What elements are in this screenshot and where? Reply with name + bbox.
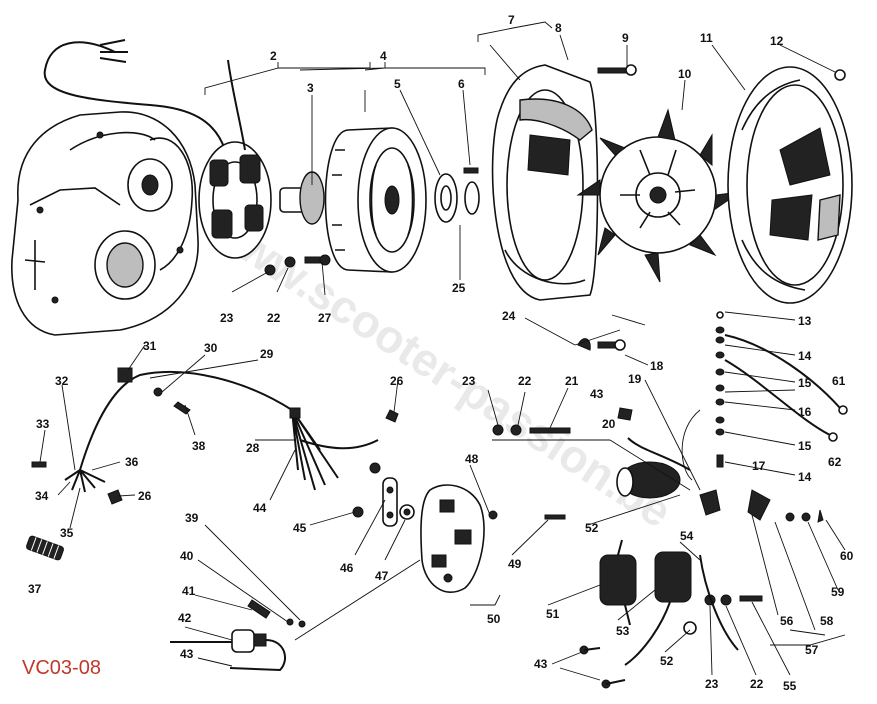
terminal-set [715,311,848,468]
callout-43c: 43 [534,657,548,671]
callout-28: 28 [246,441,260,455]
callout-27: 27 [318,311,332,325]
callout-39: 39 [185,511,199,525]
callout-38: 38 [192,439,206,453]
fan-cover [727,66,853,304]
callout-22b: 22 [518,374,532,388]
callout-53: 53 [616,624,630,638]
callout-26b: 26 [138,489,152,503]
callout-11: 11 [700,31,713,45]
callout-4: 4 [380,49,387,63]
callout-6: 6 [458,77,465,91]
coil-53 [624,551,697,666]
callout-3: 3 [307,81,314,95]
callout-12: 12 [770,34,784,48]
callout-9: 9 [622,31,629,45]
callout-33: 33 [36,417,50,431]
callout-56: 56 [780,614,794,628]
callout-13: 13 [798,314,812,328]
callout-14a: 14 [798,349,812,363]
callout-48: 48 [465,452,479,466]
callout-45: 45 [293,521,307,535]
callout-44: 44 [253,501,267,515]
callout-62: 62 [828,455,842,469]
breaker-plate [420,484,566,593]
callout-47: 47 [375,569,389,583]
callout-58: 58 [820,614,834,628]
callout-51: 51 [546,607,560,621]
callout-42: 42 [178,611,192,625]
leader-lines [39,21,846,681]
callout-23a: 23 [220,311,234,325]
fan-shroud [491,64,599,301]
callout-23c: 23 [705,677,719,691]
callout-52a: 52 [585,521,599,535]
cover-screw [834,69,846,81]
callout-15b: 15 [798,439,812,453]
stator-cable-bundle [43,39,226,151]
callout-29: 29 [260,347,274,361]
callout-26a: 26 [390,374,404,388]
callout-41: 41 [182,584,196,598]
callout-labels: 2 4 3 5 6 25 23 22 27 7 8 9 10 11 12 13 … [28,13,854,693]
callout-49: 49 [508,557,522,571]
callout-59: 59 [831,585,845,599]
callout-52b: 52 [660,654,674,668]
terminal-hardware [577,338,824,689]
wiring-harness [31,367,399,505]
callout-43b: 43 [180,647,194,661]
callout-50: 50 [487,612,501,626]
cooling-fan [576,108,741,283]
connector-block [26,535,64,561]
callout-18: 18 [650,359,664,373]
callout-2: 2 [270,49,277,63]
callout-35: 35 [60,526,74,540]
ignition-coil-20 [616,407,691,499]
callout-46: 46 [340,561,354,575]
callout-7: 7 [508,13,515,27]
callout-22c: 22 [750,677,764,691]
callout-10: 10 [678,67,692,81]
callout-21: 21 [565,374,579,388]
callout-8: 8 [555,21,562,35]
callout-61: 61 [832,374,846,388]
callout-40: 40 [180,549,194,563]
callout-55: 55 [783,679,797,693]
callout-15a: 15 [798,376,812,390]
callout-23b: 23 [462,374,476,388]
callout-31: 31 [143,339,157,353]
bracket-parts [352,462,415,527]
callout-17: 17 [752,459,766,473]
callout-36: 36 [125,455,139,469]
engine-casing [11,111,199,336]
callout-25: 25 [452,281,466,295]
callout-34: 34 [35,489,49,503]
callout-43a: 43 [590,387,604,401]
callout-37: 37 [28,582,42,596]
callout-54: 54 [680,529,694,543]
callout-20: 20 [602,417,616,431]
callout-19: 19 [628,372,642,386]
callout-30: 30 [204,341,218,355]
washer-set [434,167,480,223]
bulb-holder [170,599,306,672]
stator-plate [198,59,272,259]
callout-14b: 14 [798,470,812,484]
callout-60: 60 [840,549,854,563]
diagram-code: VC03-08 [22,657,101,679]
callout-5: 5 [394,77,401,91]
callout-24: 24 [502,309,516,323]
callout-57: 57 [805,643,819,657]
coil-51 [599,539,637,626]
shroud-bolt [597,64,637,76]
callout-16: 16 [798,405,812,419]
callout-22a: 22 [267,311,281,325]
callout-32: 32 [55,374,69,388]
